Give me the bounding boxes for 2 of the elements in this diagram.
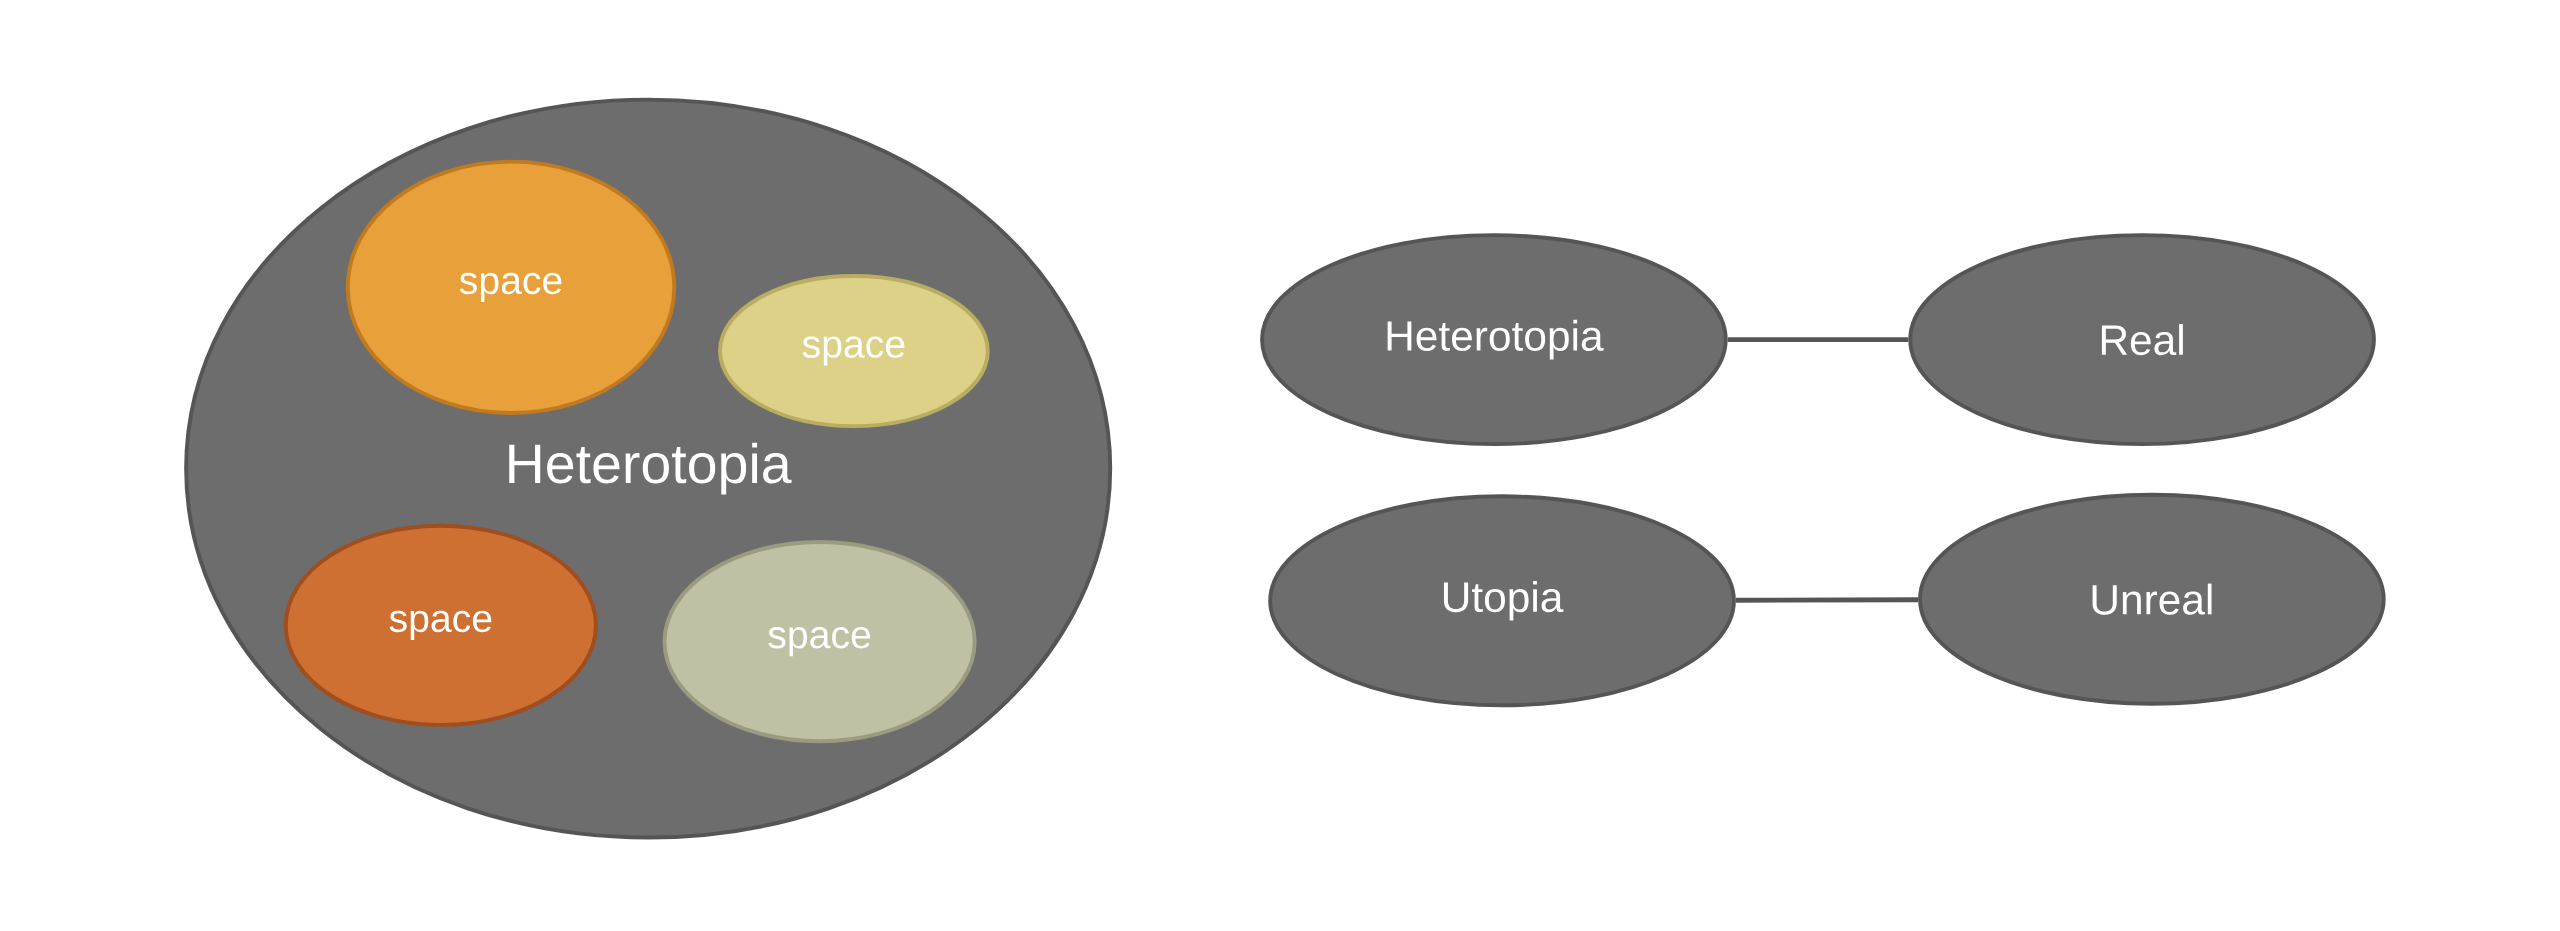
connector-line [1735, 597, 1919, 603]
connector-line [1727, 337, 1909, 343]
